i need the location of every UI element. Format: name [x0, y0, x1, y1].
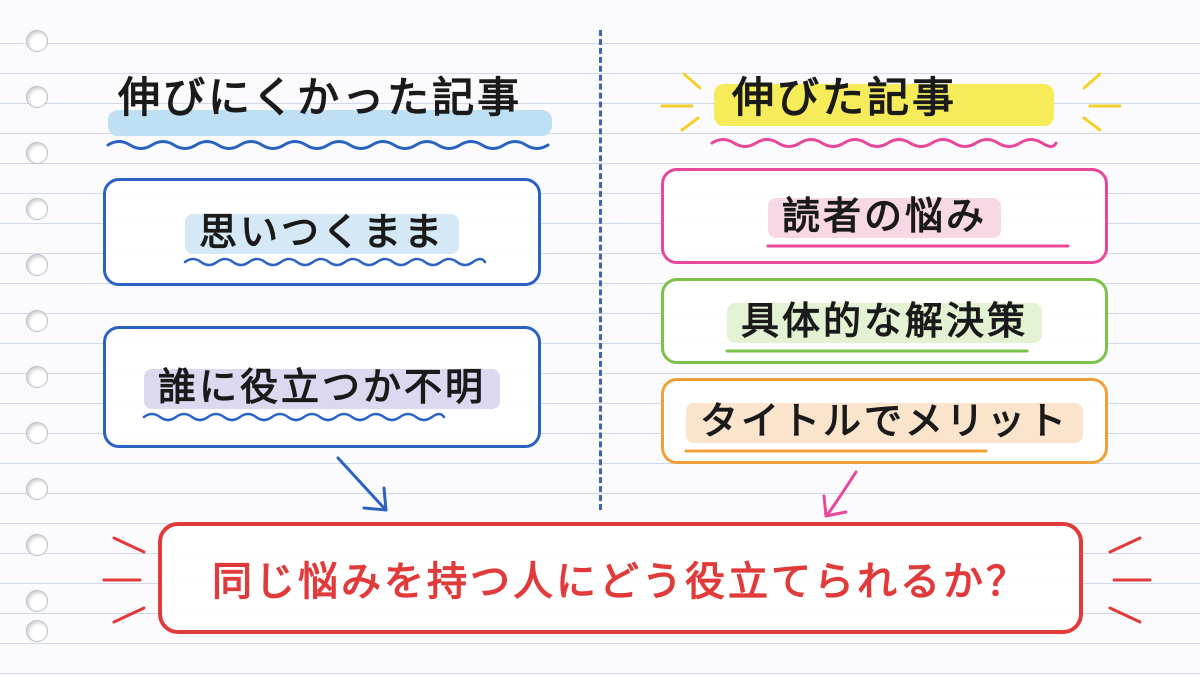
left-box-2-wave — [142, 412, 446, 422]
right-box-3-label: タイトルでメリット — [699, 399, 1069, 443]
conclusion-rays-left — [102, 536, 146, 624]
binder-holes — [26, 30, 48, 650]
left-box-2-label: 誰に役立つか不明 — [157, 365, 486, 409]
binder-hole — [26, 478, 48, 500]
right-box-1: 読者の悩み — [661, 168, 1108, 264]
conclusion-rays-right — [1108, 536, 1152, 624]
right-box-1-label: 読者の悩み — [781, 194, 987, 238]
right-box-2: 具体的な解決策 — [661, 278, 1108, 364]
right-box-2-line — [725, 349, 1029, 353]
binder-hole — [26, 590, 48, 612]
column-divider — [599, 30, 602, 510]
right-box-3-line — [684, 449, 988, 453]
left-arrow-icon — [336, 456, 388, 512]
conclusion-text: 同じ悩みを持つ人にどう役立てられるか？ — [212, 559, 1029, 605]
binder-hole — [26, 534, 48, 556]
left-box-2: 誰に役立つか不明 — [103, 326, 541, 448]
left-heading-marker — [108, 110, 552, 136]
right-box-1-line — [766, 244, 1070, 248]
right-box-2-label: 具体的な解決策 — [740, 299, 1028, 343]
left-heading-wave — [106, 140, 550, 150]
right-arrow-icon — [822, 470, 858, 518]
binder-hole — [26, 366, 48, 388]
left-heading: 伸びにくかった記事 — [118, 73, 523, 122]
conclusion-box: 同じ悩みを持つ人にどう役立てられるか？ — [158, 522, 1083, 634]
right-heading-rays-right — [1082, 72, 1122, 132]
binder-hole — [26, 142, 48, 164]
left-box-1-label: 思いつくまま — [198, 210, 445, 254]
binder-hole — [26, 86, 48, 108]
binder-hole — [26, 310, 48, 332]
binder-hole — [26, 620, 48, 642]
right-heading: 伸びた記事 — [732, 73, 958, 122]
binder-hole — [26, 422, 48, 444]
right-box-3: タイトルでメリット — [661, 378, 1108, 464]
binder-hole — [26, 198, 48, 220]
binder-hole — [26, 30, 48, 52]
binder-hole — [26, 254, 48, 276]
right-heading-rays-left — [660, 72, 702, 132]
right-heading-wave — [710, 138, 1058, 148]
left-box-1-wave — [183, 257, 487, 267]
right-heading-marker — [714, 84, 1054, 126]
left-box-1: 思いつくまま — [103, 178, 541, 286]
